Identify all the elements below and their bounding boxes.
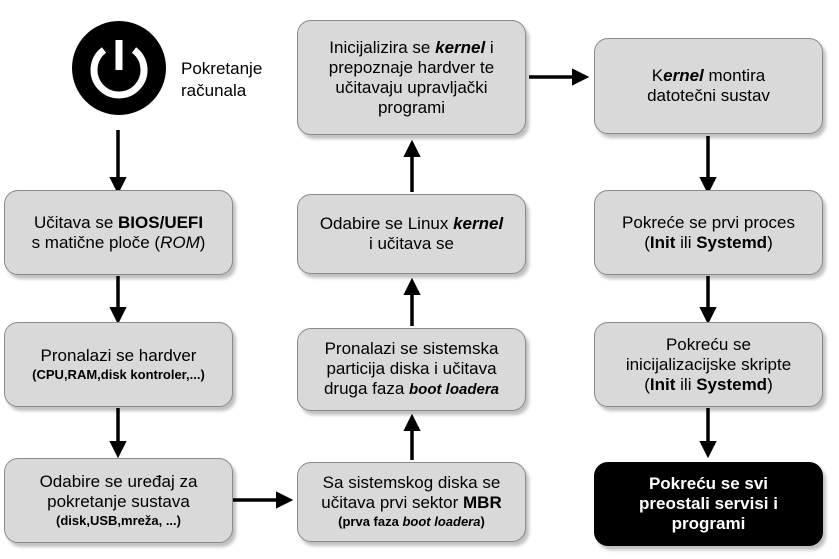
mount-step: Kernel montira datotečni sustav	[594, 38, 823, 134]
kernel-init-step: Inicijalizira se kernel i prepoznaje har…	[297, 20, 526, 135]
power-button-icon	[72, 21, 166, 115]
hardware-step: Pronalazi se hardver (CPU,RAM,disk kontr…	[4, 322, 233, 407]
services-step: Pokreću se svi preostali servisi i progr…	[594, 462, 823, 546]
power-label: Pokretanje računala	[181, 59, 263, 100]
partition-step: Pronalazi se sistemska particija diska i…	[297, 328, 526, 411]
kernel-select-step: Odabire se Linux kernel i učitava se	[297, 194, 526, 274]
mbr-step: Sa sistemskog diska se učitava prvi sekt…	[297, 462, 526, 542]
device-step: Odabire se uređaj za pokretanje sustava …	[4, 458, 233, 543]
first-process-step: Pokreće se prvi proces (Init ili Systemd…	[594, 190, 823, 275]
scripts-step: Pokreću se inicijalizacijske skripte (In…	[594, 322, 823, 407]
power-start	[71, 20, 167, 116]
bios-step: Učitava se BIOS/UEFI s matične ploče (RO…	[4, 190, 233, 275]
